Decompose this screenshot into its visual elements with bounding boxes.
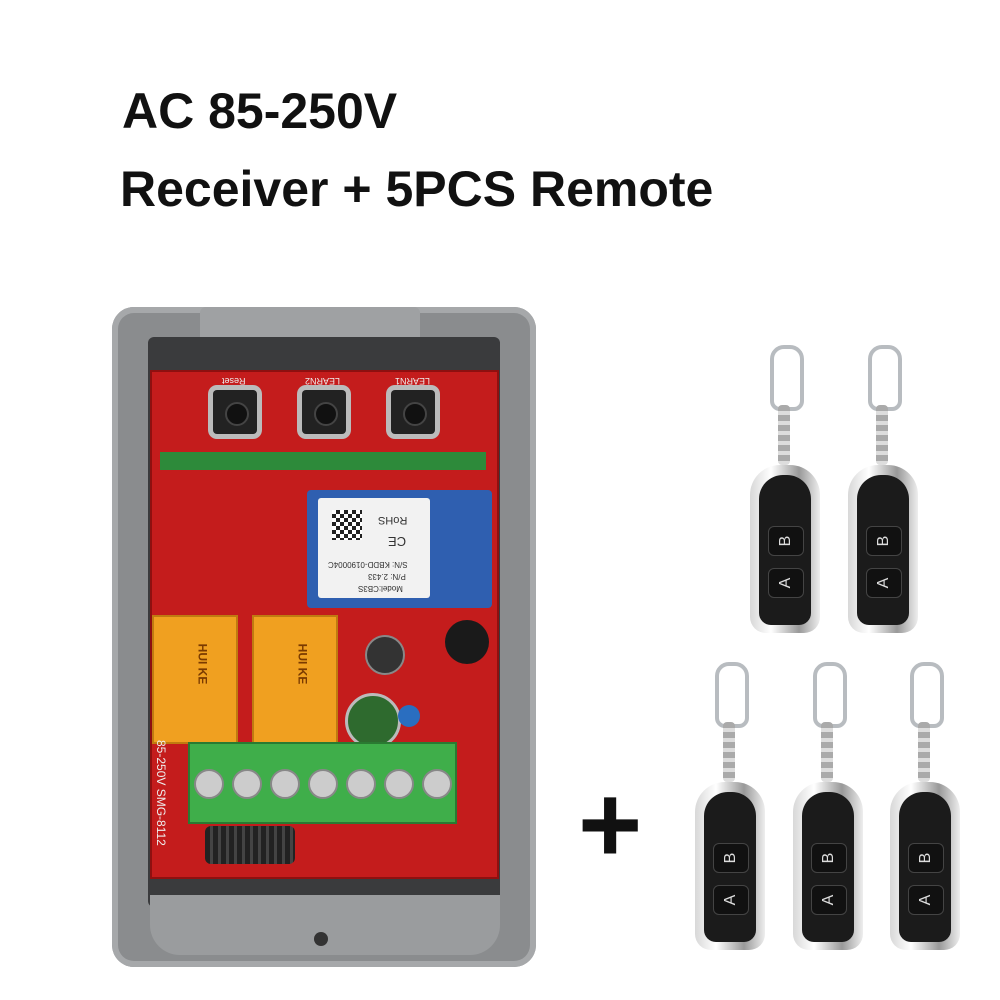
rf-module-strip [160,452,486,470]
keychain [821,722,833,782]
key-b: B [713,843,749,873]
capacitor-green [345,693,401,749]
remote-body: B A [848,465,918,633]
keyring-clip-icon [715,662,749,728]
key-a: A [866,568,902,598]
reset-button [213,390,257,434]
remote-2: B A [848,345,918,635]
capacitor-blue [398,705,420,727]
reset-label: Reset [222,376,246,386]
screw [384,769,414,799]
antenna-coil [205,826,295,864]
remote-body: B A [890,782,960,950]
remote-5: B A [890,662,960,952]
remote-4: B A [793,662,863,952]
keyring-clip-icon [868,345,902,411]
learn2-button [302,390,346,434]
keyring-clip-icon [813,662,847,728]
remote-body: B A [695,782,765,950]
qr-code-icon [332,510,362,540]
remote-3: B A [695,662,765,952]
terminal-block [188,742,457,824]
key-a: A [768,568,804,598]
screw [422,769,452,799]
screw [232,769,262,799]
remote-face: B A [759,475,811,625]
key-a: A [713,885,749,915]
key-b: B [866,526,902,556]
remote-body: B A [793,782,863,950]
keychain [918,722,930,782]
remote-face: B A [899,792,951,942]
key-b: B [811,843,847,873]
screw [308,769,338,799]
keyring-clip-icon [770,345,804,411]
capacitor-black [365,635,405,675]
relay-label: HUI KE [295,643,310,685]
remote-face: B A [802,792,854,942]
rohs-text: RoHS [378,514,408,526]
screw [270,769,300,799]
title-package: Receiver + 5PCS Remote [120,161,714,217]
key-a: A [811,885,847,915]
screw [346,769,376,799]
pn-text: P/N: 2.433 [368,572,406,581]
plus-sign: + [578,763,643,886]
title-voltage: AC 85-250V [122,83,398,139]
learn2-label: LEARN2 [305,376,341,386]
key-b: B [908,843,944,873]
enclosure-tab [200,307,420,337]
keyring-clip-icon [910,662,944,728]
relay-2: HUI KE [252,615,338,744]
model-text: Model:CB3S [358,584,403,593]
mounting-hole [314,932,328,946]
enclosure-bottom [150,895,500,955]
remote-1: B A [750,345,820,635]
relay-label: HUI KE [195,643,210,685]
ce-mark: CE [388,534,407,549]
relay-1: HUI KE [152,615,238,744]
key-b: B [768,526,804,556]
voltage-silk-label: 85-250V SMG-8112 [154,740,168,846]
keychain [723,722,735,782]
keychain [876,405,888,465]
remote-face: B A [704,792,756,942]
remote-body: B A [750,465,820,633]
module-shield: RoHS CE Model:CB3S P/N: 2.433 S/N: KBDD-… [318,498,430,598]
buzzer [445,620,489,664]
key-a: A [908,885,944,915]
screw [194,769,224,799]
sn-text: S/N: KBDD-0190004C [328,560,408,569]
keychain [778,405,790,465]
learn1-label: LEARN1 [395,376,431,386]
learn1-button [391,390,435,434]
remote-face: B A [857,475,909,625]
